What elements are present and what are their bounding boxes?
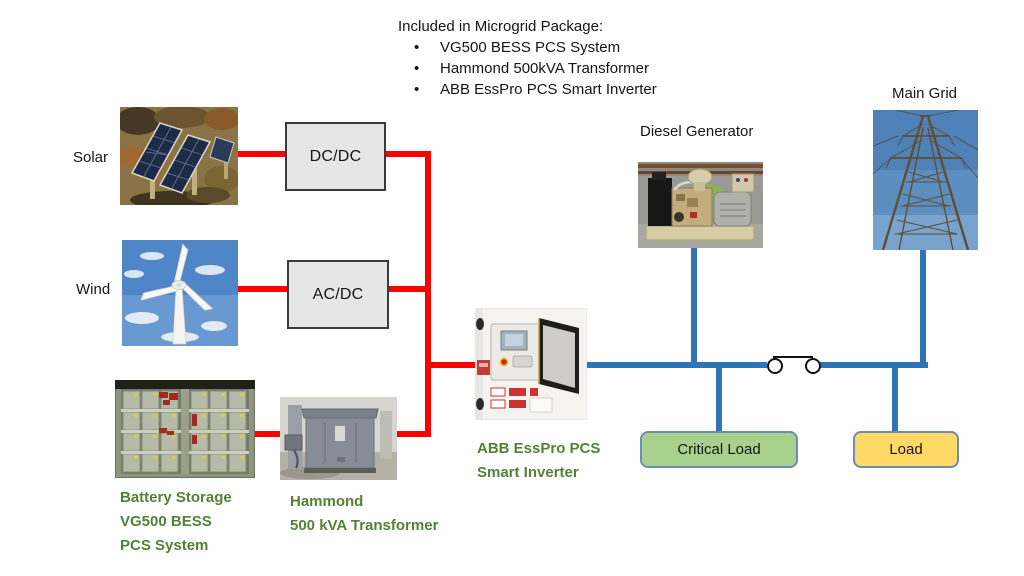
inverter-caption-line2: Smart Inverter [477, 464, 579, 481]
line-solar-to-dcdc [238, 151, 285, 157]
battery-caption: Battery Storage VG500 BESS PCS System [120, 486, 232, 558]
package-note-item-text: Hammond 500kVA Transformer [440, 60, 649, 77]
line-bus-to-inverter [425, 362, 477, 368]
wind-label: Wind [76, 281, 111, 298]
switch-contact-right-icon [805, 358, 821, 374]
line-switch-to-grid [818, 362, 928, 368]
line-inverter-to-switch [585, 362, 767, 368]
transformer-image [280, 397, 397, 480]
critical-load-label: Critical Load [677, 441, 761, 458]
critical-load-box: Critical Load [640, 431, 798, 468]
diesel-generator-image [638, 162, 763, 248]
line-diesel-drop [691, 248, 697, 365]
inverter-caption-line1: ABB EssPro PCS [477, 440, 601, 457]
transformer-caption-line1: Hammond [290, 493, 364, 510]
package-note-item: ABB EssPro PCS Smart Inverter [398, 79, 657, 100]
switch-contact-left-icon [767, 358, 783, 374]
inverter-caption: ABB EssPro PCS Smart Inverter [477, 437, 600, 485]
package-note-item: Hammond 500kVA Transformer [398, 58, 657, 79]
load-box: Load [853, 431, 959, 468]
diesel-generator-label: Diesel Generator [640, 123, 754, 140]
battery-caption-line1: Battery Storage [120, 489, 232, 506]
line-load-drop [892, 365, 898, 431]
acdc-converter-box: AC/DC [287, 260, 389, 329]
transformer-caption: Hammond 500 kVA Transformer [290, 490, 438, 538]
line-transformer-to-bus [393, 431, 431, 437]
solar-panels-image [120, 107, 238, 205]
package-note-item-text: VG500 BESS PCS System [440, 39, 621, 56]
package-note-item-text: ABB EssPro PCS Smart Inverter [440, 81, 657, 98]
line-main-grid-drop [920, 250, 926, 365]
package-note-heading: Included in Microgrid Package: [398, 18, 604, 35]
load-label: Load [889, 441, 923, 458]
acdc-converter-label: AC/DC [312, 285, 364, 303]
dcdc-converter-box: DC/DC [285, 122, 386, 191]
wind-turbine-image [122, 240, 238, 346]
line-wind-to-acdc [238, 286, 287, 292]
line-critical-load-drop [716, 365, 722, 431]
inverter-image [475, 308, 587, 420]
package-note: Included in Microgrid Package: VG500 BES… [398, 16, 657, 100]
line-acdc-to-bus [385, 286, 431, 292]
battery-storage-image [115, 380, 255, 478]
dc-bus-vertical [425, 151, 431, 437]
solar-label: Solar [73, 149, 109, 166]
transformer-caption-line2: 500 kVA Transformer [290, 517, 439, 534]
line-dcdc-to-bus [382, 151, 431, 157]
main-grid-label: Main Grid [892, 85, 958, 102]
battery-caption-line2: VG500 BESS [120, 513, 212, 530]
main-grid-tower-image [873, 110, 978, 250]
dcdc-converter-label: DC/DC [309, 147, 362, 165]
battery-caption-line3: PCS System [120, 537, 209, 554]
switch-bar [773, 356, 813, 358]
line-battery-to-transformer [255, 431, 285, 437]
package-note-item: VG500 BESS PCS System [398, 37, 657, 58]
